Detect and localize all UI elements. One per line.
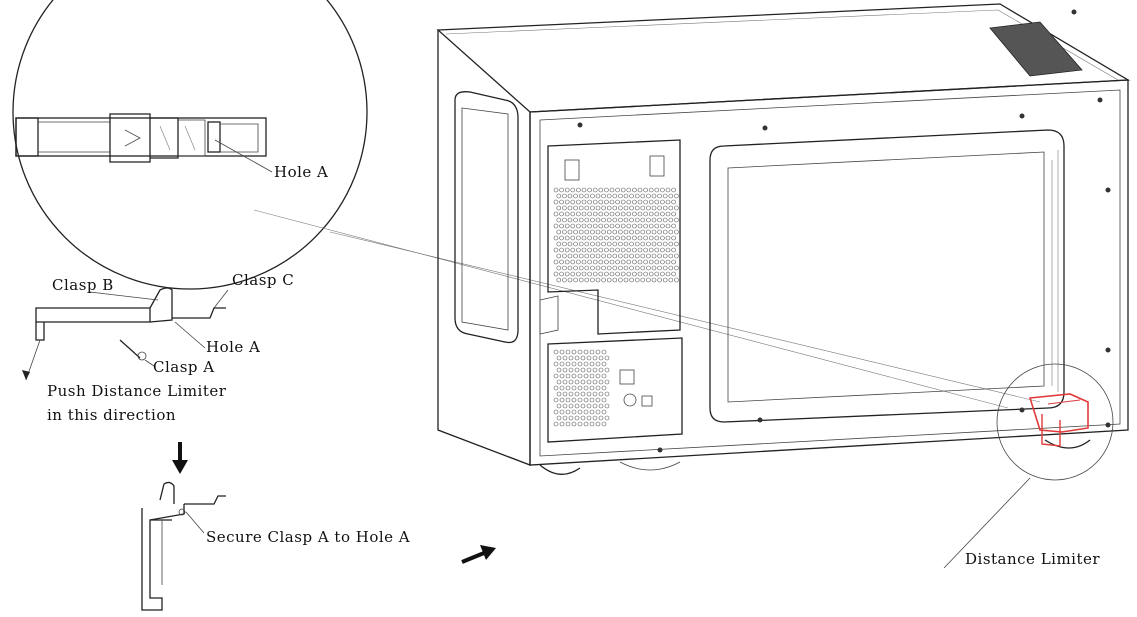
leader-line-upper bbox=[253, 209, 1009, 409]
lower-perforation bbox=[553, 349, 610, 427]
right-arrow-icon bbox=[461, 545, 496, 564]
screws bbox=[577, 9, 1111, 453]
leader-line-lower bbox=[329, 231, 1041, 403]
detail-magnifier: Hole A bbox=[12, 0, 368, 290]
distance-limiter-highlight bbox=[996, 363, 1114, 481]
label-clasp-b: Clasp B bbox=[52, 276, 114, 294]
upper-perforation bbox=[553, 187, 679, 283]
label-hole-a-detail: Hole A bbox=[274, 163, 328, 181]
label-push-line2: in this direction bbox=[47, 406, 176, 424]
label-hole-a: Hole A bbox=[206, 338, 260, 356]
detail-limiter-part bbox=[15, 113, 267, 163]
label-push-line1: Push Distance Limiter bbox=[47, 382, 227, 400]
label-clasp-a: Clasp A bbox=[153, 358, 215, 376]
top-vent bbox=[989, 21, 1083, 77]
label-secure: Secure Clasp A to Hole A bbox=[206, 528, 410, 546]
down-arrow-icon bbox=[172, 442, 188, 474]
leader-distance-limiter bbox=[943, 477, 1031, 569]
label-distance-limiter: Distance Limiter bbox=[965, 550, 1100, 568]
label-clasp-c: Clasp C bbox=[232, 271, 294, 289]
limiter-installed bbox=[141, 481, 226, 611]
upper-vent-panel bbox=[547, 139, 681, 335]
limiter-profile bbox=[22, 287, 229, 381]
push-arrowhead bbox=[22, 370, 30, 380]
microwave-body bbox=[436, 3, 1131, 475]
lower-vent-panel bbox=[547, 337, 683, 443]
